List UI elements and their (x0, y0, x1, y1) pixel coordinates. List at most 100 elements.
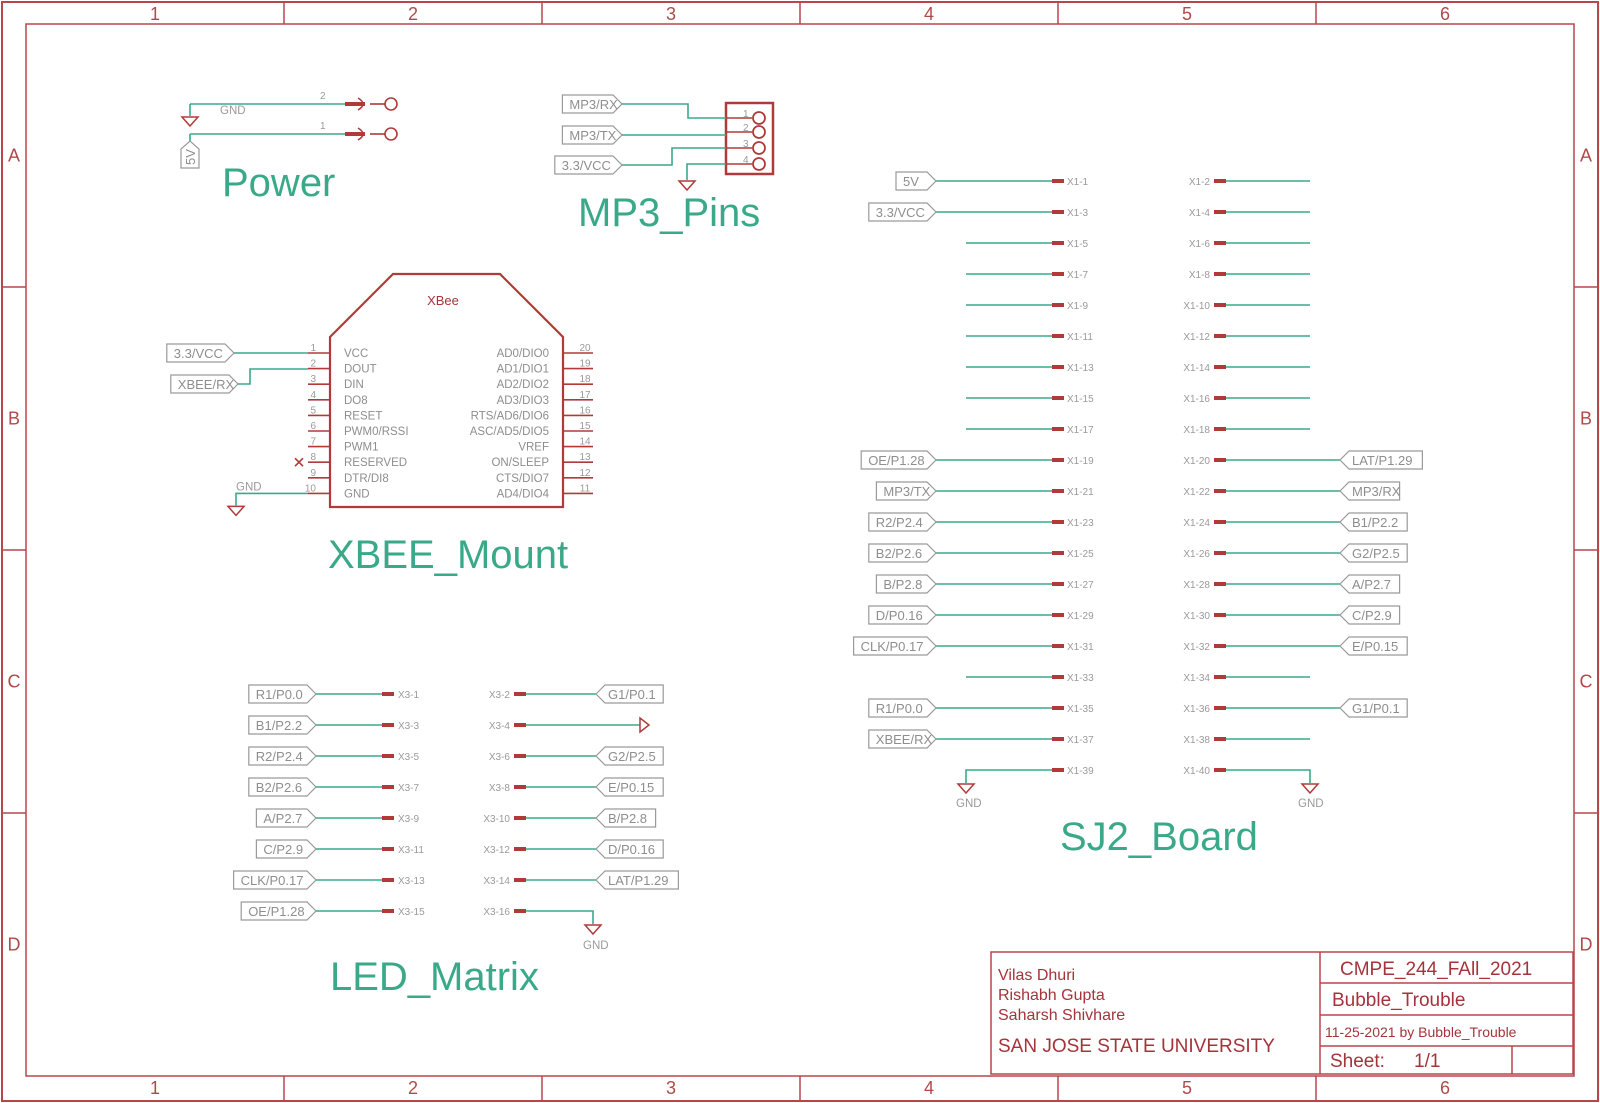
sj2-left-net-label-frame (853, 636, 937, 656)
block-title-sj2: SJ2_Board (1060, 815, 1258, 859)
sj2-left-net-label-frame (860, 450, 937, 470)
xbee-right-pin-name: AD1/DIO1 (497, 364, 549, 376)
xbee-left-pin-name: DO8 (344, 395, 368, 407)
xbee-rx-label-frame (170, 374, 239, 394)
sj2-left-pin-name: X1-17 (1067, 425, 1094, 436)
led-left-net-label: B2/P2.6 (256, 780, 302, 795)
sj2-left-pin-name: X1-27 (1067, 580, 1094, 591)
frame-column-label: 5 (1182, 4, 1192, 24)
sj2-right-net-label-frame (1339, 698, 1408, 718)
sj2-right-net-label-frame (1339, 605, 1401, 625)
led-right-net-label: G1/P0.1 (608, 687, 656, 702)
led-left-net-label-frame (248, 777, 317, 797)
led-left-net-label-frame (248, 684, 317, 704)
sj2-left-net-label: B2/P2.6 (876, 546, 922, 561)
led-left-net-label: C/P2.9 (263, 842, 303, 857)
frame-column-label: 5 (1182, 1078, 1192, 1098)
frame-row-label: D (1580, 935, 1593, 955)
frame-column-label: 4 (924, 4, 934, 24)
led-right-net-label: B/P2.8 (608, 811, 647, 826)
mp3-net-label-frame (561, 125, 623, 145)
xbee-right-pin-number: 12 (579, 468, 591, 479)
sj2-right-gnd-label: GND (1298, 798, 1324, 810)
mp3-net-label-frame (554, 155, 623, 175)
sj2-right-net-label-frame (1339, 636, 1408, 656)
xbee-block: XBeeVCC1DOUT2DIN3DO84RESET5PWM0/RSSI6PWM… (166, 272, 593, 517)
sj2-left-pin-name: X1-21 (1067, 487, 1094, 498)
sj2-right-net-label: E/P0.15 (1352, 639, 1398, 654)
xbee-ground-symbol (226, 505, 246, 517)
project-name: Bubble_Trouble (1332, 990, 1465, 1011)
sj2-right-pin-name: X1-12 (1183, 332, 1210, 343)
sj2-left-gnd-wire (965, 769, 1052, 783)
mp3-pin-number: 4 (743, 155, 749, 166)
mp3-header-pin (752, 141, 766, 155)
course-name: CMPE_244_FAll_2021 (1340, 959, 1532, 980)
xbee-right-pin-number: 19 (579, 359, 591, 370)
sj2-left-net-label: D/P0.16 (876, 608, 923, 623)
sj2-left-net-label: R2/P2.4 (876, 515, 923, 530)
led-left-pin-name: X3-5 (398, 752, 420, 763)
xbee-right-pin-name: RTS/AD6/DIO6 (471, 410, 549, 422)
author-3: Saharsh Shivhare (998, 1007, 1125, 1024)
led-right-net-label: D/P0.16 (608, 842, 655, 857)
led-left-pin-name: X3-13 (398, 876, 425, 887)
sj2-left-net-label-frame (868, 202, 937, 222)
sj2-left-pin-name: X1-13 (1067, 363, 1094, 374)
led-right-net-label-frame (595, 684, 664, 704)
sj2-right-pin-name: X1-20 (1183, 456, 1210, 467)
sj2-board-block: X1-15VX1-33.3/VCCX1-5X1-7X1-9X1-11X1-13X… (853, 171, 1423, 810)
xbee-left-pin-number: 10 (305, 483, 317, 494)
power-pin-hook (357, 97, 364, 111)
frame-column-label: 3 (666, 4, 676, 24)
xbee-vcc-label-frame (166, 343, 235, 363)
mp3-pin-number: 3 (743, 139, 749, 150)
sj2-right-net-label: G2/P2.5 (1352, 546, 1400, 561)
block-title-xbee: XBEE_Mount (328, 533, 568, 577)
xbee-part-name: XBee (427, 293, 459, 308)
frame-column-label: 4 (924, 1078, 934, 1098)
university-name: SAN JOSE STATE UNIVERSITY (998, 1036, 1275, 1057)
sj2-left-net-label-frame (868, 729, 937, 749)
sj2-left-pin-name: X1-35 (1067, 704, 1094, 715)
led-left-net-label-frame (255, 839, 317, 859)
sj2-right-pin-name: X1-38 (1183, 735, 1210, 746)
sj2-right-pin-name: X1-14 (1183, 363, 1210, 374)
led-left-pin-name: X3-11 (398, 845, 424, 856)
xbee-rx-wire (238, 368, 308, 385)
sj2-left-pin-name: X1-3 (1067, 208, 1089, 219)
mp3-pin-number: 2 (743, 123, 749, 134)
xbee-right-pin-name: AD3/DIO3 (497, 395, 549, 407)
power-ground-symbol (180, 116, 200, 128)
led-right-pin-name: X3-12 (483, 845, 510, 856)
frame-row-label: B (1580, 409, 1592, 429)
xbee-right-pin-number: 11 (580, 483, 591, 494)
sj2-left-net-label: 5V (903, 174, 919, 189)
sheet-label: Sheet: (1330, 1051, 1385, 1072)
block-title-power: Power (222, 161, 335, 205)
sj2-left-net-label-frame (895, 171, 937, 191)
xbee-left-pin-number: 1 (310, 343, 316, 354)
led-right-net-label-frame (595, 746, 664, 766)
xbee-left-pin-name: RESET (344, 410, 382, 422)
led-left-pin-name: X3-7 (398, 783, 420, 794)
date-line: 11-25-2021 by Bubble_Trouble (1325, 1024, 1517, 1040)
xbee-left-pin-name: RESERVED (344, 457, 407, 469)
led-gnd-label: GND (583, 940, 609, 952)
led-right-net-label: LAT/P1.29 (608, 873, 668, 888)
sj2-left-pin-name: X1-11 (1067, 332, 1093, 343)
mp3-net-label-frame (561, 94, 623, 114)
xbee-left-pin-number: 2 (310, 359, 316, 370)
sj2-left-net-label: CLK/P0.17 (861, 639, 924, 654)
mp3-header-pin (752, 111, 766, 125)
sj2-right-net-label-frame (1339, 574, 1401, 594)
led-right-net-label-frame (595, 870, 679, 890)
xbee-left-pin-name: VCC (344, 348, 368, 360)
sj2-left-net-label-frame (875, 574, 937, 594)
led-left-net-label: R2/P2.4 (256, 749, 303, 764)
mp3-ground-symbol (677, 180, 697, 192)
led-left-net-label: R1/P0.0 (256, 687, 303, 702)
xbee-left-pin-name: DOUT (344, 364, 377, 376)
xbee-gnd-label: GND (236, 481, 262, 493)
led-left-net-label-frame (248, 715, 317, 735)
